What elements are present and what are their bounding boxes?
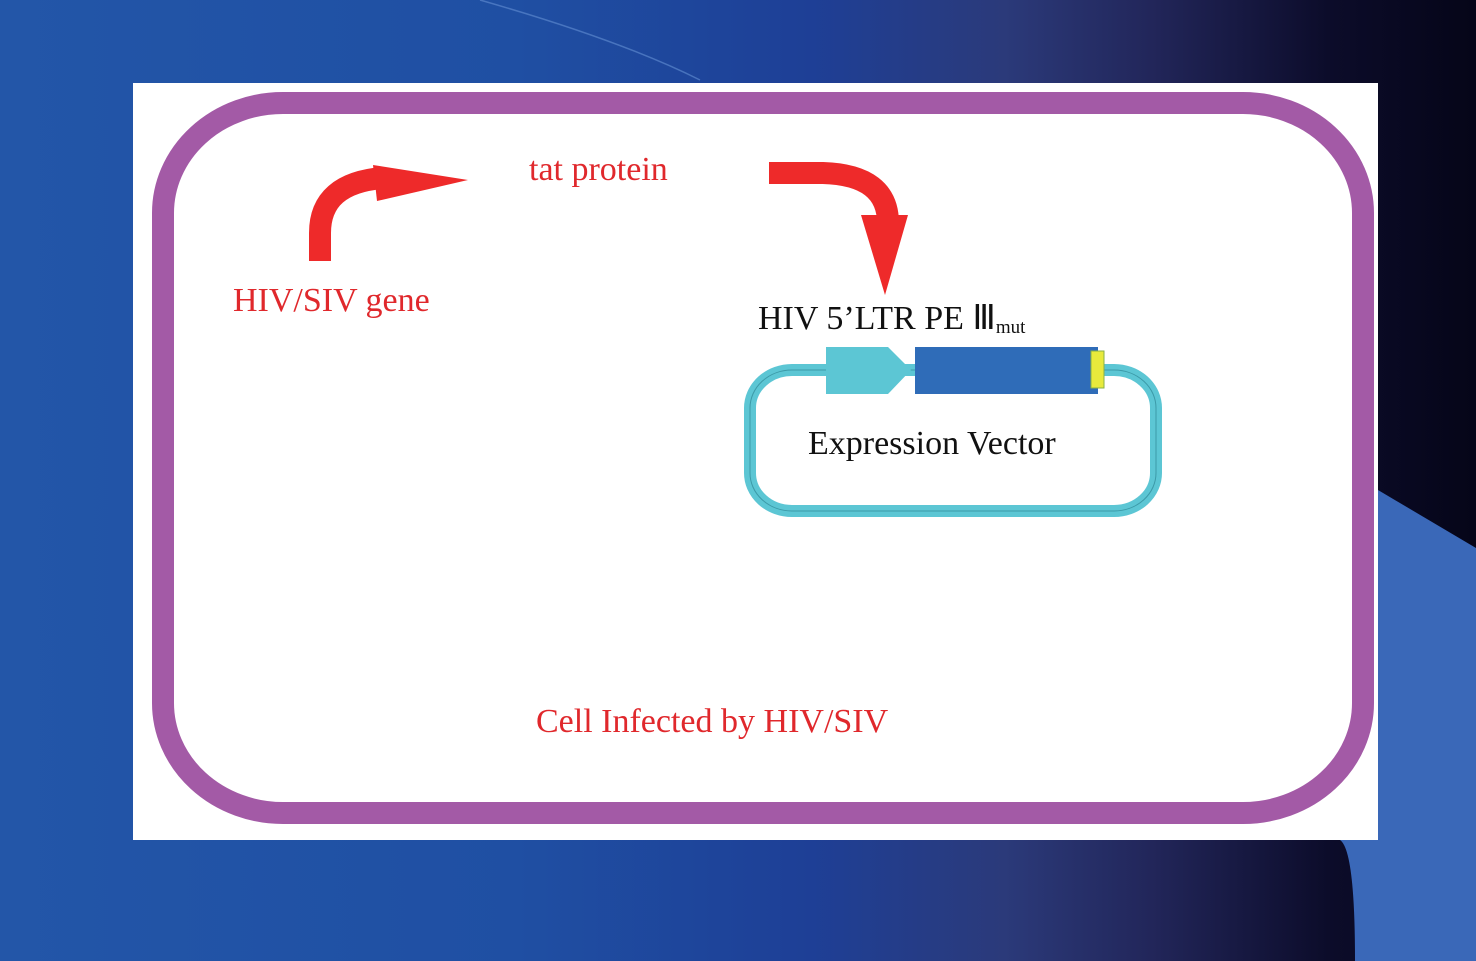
gene-tag-block: [1090, 350, 1105, 389]
background-arc-line: [479, 0, 701, 81]
hiv-siv-gene-label: HIV/SIV gene: [233, 282, 430, 319]
background-corner-shape: [1340, 490, 1476, 961]
ltr-promoter-block: [826, 347, 911, 394]
cell-infected-label: Cell Infected by HIV/SIV: [536, 703, 889, 740]
ltr-label-subscript: mut: [995, 317, 1026, 338]
ltr-label: HIV 5’LTR PE Ⅲmut: [758, 298, 1025, 338]
ltr-label-main: HIV 5’LTR PE Ⅲ: [758, 300, 996, 337]
pe-gene-block: [915, 347, 1098, 394]
curved-arrow-gene-to-tat: [309, 165, 468, 261]
diagram-graphics: [152, 92, 1374, 824]
expression-vector-label: Expression Vector: [808, 425, 1056, 462]
tat-protein-label: tat protein: [529, 151, 668, 188]
cell-membrane: [152, 92, 1374, 824]
diagram-panel: tat protein HIV/SIV gene HIV 5’LTR PE Ⅲm…: [133, 83, 1378, 840]
curved-arrow-tat-to-ltr: [769, 162, 908, 295]
